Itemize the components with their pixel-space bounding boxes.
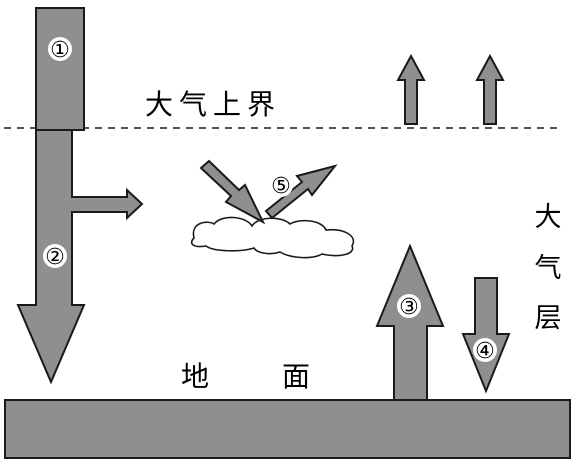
marker-3: ③ 3 <box>397 294 421 320</box>
atmosphere-label-char-1: 大 <box>535 202 562 233</box>
ground <box>4 399 571 459</box>
arrow-4-counter-radiation <box>461 277 511 394</box>
cloud <box>190 216 355 259</box>
arrow-5-reflected <box>264 164 338 220</box>
marker-3-label: ③ <box>399 295 419 320</box>
space-arrow-right <box>475 53 505 125</box>
ground-label-char-2: 面 <box>282 360 310 393</box>
marker-5: ⑤ 5 <box>269 173 293 199</box>
marker-2-label: ② <box>45 245 65 270</box>
arrow-5-incoming <box>199 159 266 225</box>
marker-4-label: ④ <box>475 339 495 364</box>
space-arrow-left <box>396 53 426 125</box>
marker-1-label: ① <box>50 38 70 63</box>
arrow-3-ground-radiation <box>375 243 445 401</box>
atmosphere-label-char-3: 层 <box>535 303 562 334</box>
upper-atmosphere-label: 大气上界 <box>145 88 281 121</box>
marker-2: ② 2 <box>43 244 67 270</box>
arrow-1-shaft <box>35 7 85 131</box>
marker-5-label: ⑤ <box>271 174 291 199</box>
ground-label-char-1: 地 <box>181 360 209 393</box>
marker-4: ④ 4 <box>473 338 497 364</box>
marker-1: ① 1 <box>48 37 72 63</box>
atmosphere-label-char-2: 气 <box>535 253 562 284</box>
arrow-2-body <box>16 129 144 385</box>
